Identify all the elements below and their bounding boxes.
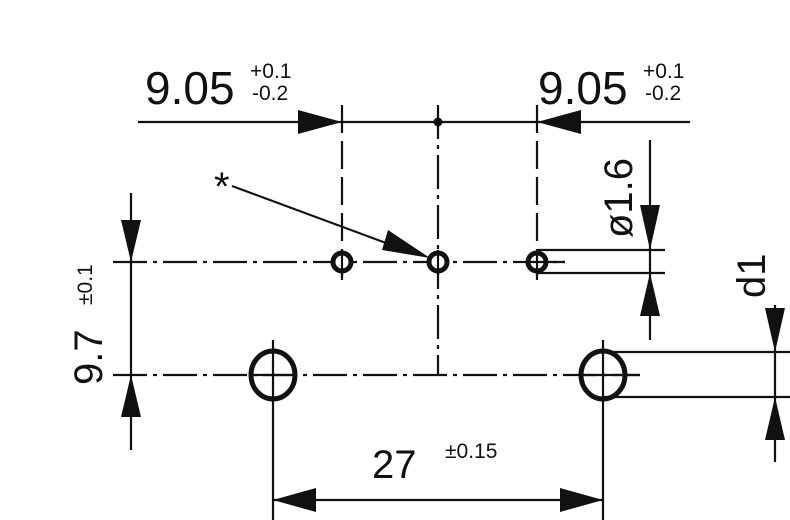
center-dot (433, 117, 443, 127)
left-pitch-value: 9.05 (145, 62, 235, 114)
note-leader-line (231, 184, 406, 252)
arrow-up-icon (765, 397, 785, 440)
note-marker: * (214, 165, 230, 209)
row-spacing-tol: ±0.1 (74, 264, 97, 305)
left-pitch-tol-upper: +0.1 (250, 60, 291, 83)
large-hole (578, 340, 640, 402)
small-hole-diameter: ø1.6 (597, 158, 641, 238)
arrow-down-icon (640, 205, 660, 250)
large-hole (248, 340, 298, 402)
arrow-left-icon (537, 110, 581, 134)
arrow-up-icon (640, 273, 660, 316)
arrow-down-icon (121, 220, 141, 262)
small-hole (525, 250, 565, 280)
arrow-left-icon (273, 488, 316, 512)
right-pitch-tol-lower: -0.2 (645, 82, 681, 105)
arrow-right-icon (560, 488, 603, 512)
row-spacing-value: 9.7 (67, 329, 111, 385)
left-pitch-tol-lower: -0.2 (252, 82, 288, 105)
small-hole (330, 250, 354, 280)
right-pitch-tol-upper: +0.1 (643, 60, 684, 83)
leader-arrow-icon (382, 230, 430, 258)
arrow-up-icon (121, 375, 141, 417)
large-spacing-tol: ±0.15 (445, 440, 497, 463)
small-hole (426, 250, 450, 275)
arrow-right-icon (298, 110, 342, 134)
large-hole-diameter: d1 (730, 254, 774, 299)
large-spacing-value: 27 (372, 443, 417, 487)
right-pitch-value: 9.05 (538, 62, 628, 114)
arrow-down-icon (765, 308, 785, 352)
